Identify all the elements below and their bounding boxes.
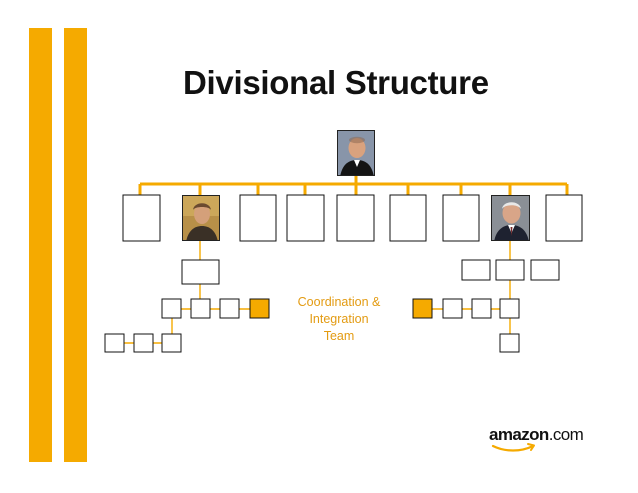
division-box-6 (389, 194, 427, 242)
amazon-logo-name: amazon (489, 425, 549, 444)
division-head-photo-2 (491, 195, 530, 241)
left-subsubunit-2 (133, 333, 154, 353)
amazon-logo-suffix: .com (548, 425, 584, 444)
left-unit-box (181, 259, 220, 285)
right-branch (412, 259, 560, 353)
division-head-photo-1 (182, 195, 220, 241)
accent-stripe-left (29, 28, 52, 462)
left-subunit-highlight (249, 298, 270, 319)
amazon-logo: amazon.com (489, 425, 589, 455)
connector-lines (138, 175, 569, 196)
left-subsubunit-3 (161, 333, 182, 353)
left-subunit-2 (190, 298, 211, 319)
right-unit-box-2 (495, 259, 525, 281)
division-box-3 (239, 194, 277, 242)
smile-arrow-icon (491, 443, 535, 452)
division-box-9 (545, 194, 583, 242)
division-box-5 (336, 194, 375, 242)
left-branch (104, 259, 270, 353)
right-subsubunit-1 (499, 333, 520, 353)
right-subunit-3 (471, 298, 492, 319)
coordination-team-label: Coordination & Integration Team (283, 294, 395, 345)
accent-stripe-right (64, 28, 87, 462)
left-subsubunit-1 (104, 333, 125, 353)
division-boxes (122, 194, 583, 242)
right-subunit-highlight (412, 298, 433, 319)
team-label-line-2: Integration (309, 312, 369, 326)
division-box-7 (442, 194, 480, 242)
right-unit-box-1 (461, 259, 491, 281)
division-box-4 (286, 194, 325, 242)
left-subunit-1 (161, 298, 182, 319)
person-portrait-icon (338, 131, 374, 175)
right-unit-box-3 (530, 259, 560, 281)
executive-photo (337, 130, 375, 176)
person-portrait-icon (183, 196, 219, 240)
left-subunit-3 (219, 298, 240, 319)
team-label-line-1: Coordination & (297, 295, 381, 309)
right-subunit-2 (442, 298, 463, 319)
amazon-logo-wordmark: amazon.com (489, 425, 584, 445)
division-box-1 (122, 194, 161, 242)
person-portrait-icon (492, 196, 529, 240)
right-subunit-4 (499, 298, 520, 319)
team-label-line-3: Team (323, 329, 355, 343)
slide-title: Divisional Structure (183, 64, 489, 101)
